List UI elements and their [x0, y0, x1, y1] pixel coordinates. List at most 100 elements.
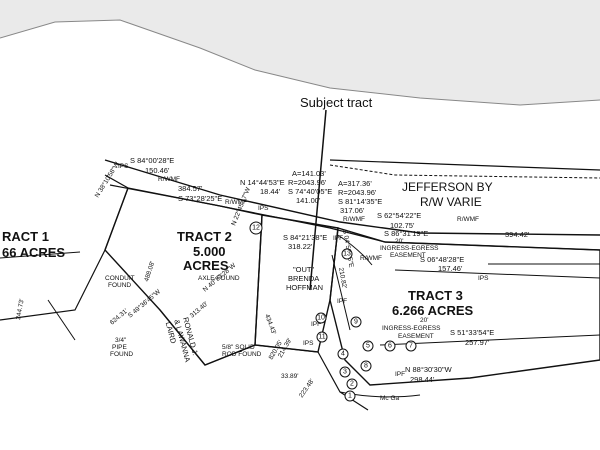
tract-1-acres: 66 ACRES [2, 245, 65, 260]
pipe-line1: 3/4" [115, 337, 127, 344]
svg-text:624.31': 624.31' [109, 308, 130, 327]
west-line [0, 251, 81, 259]
ips-4: IPS [303, 340, 314, 347]
marker-2: 2 [346, 378, 358, 390]
bearing-7: S 86°31'19"E [384, 229, 428, 238]
owner-ronald-label: RONALD J. & LAWANNA LAIRD [164, 316, 200, 363]
conduit-line2: FOUND [108, 282, 131, 289]
tract-1-label: RACT 1 [2, 229, 49, 244]
easement-curve [337, 234, 373, 266]
curve-1-arc: A=141.03' [292, 169, 326, 178]
marker-1: 1 [344, 390, 356, 402]
svg-text:2: 2 [350, 381, 354, 388]
ipf-2: IPF [337, 298, 347, 305]
distance-12: 313.40' [189, 301, 210, 320]
distance-6: 102.75' [390, 221, 415, 230]
marker-5: 5 [362, 340, 374, 352]
bearing-15: N 22°45'17"W [229, 185, 252, 226]
svg-text:S 49°36'45"W: S 49°36'45"W [126, 287, 163, 319]
distance-d1: 488.08' [143, 260, 156, 282]
rw-mark-3: R/WMF [343, 216, 365, 223]
distance-2: 384.57' [178, 184, 203, 193]
tract-3-boundary [329, 227, 600, 386]
marker-4: 4 [337, 348, 349, 360]
svg-text:10: 10 [317, 315, 325, 322]
curve-2-arc: A=317.36' [338, 179, 372, 188]
tract-3-inner-2 [379, 334, 600, 346]
marker-7: 7 [405, 340, 417, 352]
distance-9: 318.22' [288, 242, 313, 251]
easement-2-type: INGRESS-EGRESS [382, 325, 441, 332]
distance-8: 157.46' [438, 264, 463, 273]
distance-d6: 244.73' [15, 298, 26, 320]
bearing-9: S 84°21'38"E [283, 233, 327, 242]
road-edge-north [104, 159, 600, 236]
ips-2: IPS [258, 205, 269, 212]
easement-2-label: EASEMENT [398, 333, 434, 340]
ips-1: IPS [118, 163, 129, 170]
distance-4: 141.00' [296, 196, 321, 205]
easement-2-width: 20' [420, 317, 428, 324]
distance-5: 317.06' [340, 206, 365, 215]
bearing-1: S 84°00'28"E [130, 156, 174, 165]
bearing-5: S 81°14'35"E [338, 197, 382, 206]
tract-2-acres-value: 5.000 [193, 244, 226, 259]
distance-3: 18.44' [260, 187, 281, 196]
svg-text:488.08': 488.08' [143, 260, 156, 282]
tract-2-label: TRACT 2 [177, 229, 232, 244]
marker-11: 11 [316, 331, 328, 343]
svg-text:1: 1 [348, 393, 352, 400]
easement-1-label: EASEMENT [390, 252, 426, 259]
bearing-13: S 49°36'45"W [126, 287, 163, 319]
svg-text:13: 13 [343, 251, 351, 258]
tract-3-inner [394, 269, 600, 279]
distance-11: 298.44' [410, 375, 435, 384]
bearing-6: S 62°54'22"E [377, 211, 421, 220]
distance-d2: 434.43' [263, 313, 277, 335]
subject-tract-boundary [254, 214, 339, 353]
rod-line1: 5/8" SOLID [222, 344, 255, 351]
bearing-11: N 88°30'30"W [405, 365, 453, 374]
tract-1-boundary [0, 174, 129, 321]
svg-text:4: 4 [341, 351, 345, 358]
distance-d5: 223.48' [298, 378, 316, 399]
bearing-4: S 74°40'05"E [288, 187, 332, 196]
svg-text:5: 5 [366, 343, 370, 350]
svg-text:434.43': 434.43' [263, 313, 277, 335]
svg-text:11: 11 [318, 334, 325, 341]
svg-text:12: 12 [252, 225, 260, 232]
distance-7: 394.42' [505, 230, 530, 239]
svg-text:6: 6 [388, 343, 392, 350]
distance-16: 210.82' [337, 267, 348, 289]
bearing-2: S 73°28'25"E [178, 194, 222, 203]
svg-text:223.48': 223.48' [298, 378, 316, 399]
rw-mark-2: R/WMF [225, 199, 247, 206]
rw-mark-1: R/WMF [158, 176, 180, 183]
road-edge-top [329, 159, 600, 171]
ipf-1: IPF [333, 235, 343, 242]
conduit-line1: CONDUIT [105, 275, 135, 282]
svg-text:9: 9 [354, 319, 358, 326]
ips-3: IPS [478, 275, 489, 282]
bearing-10: S 51°33'54"E [450, 328, 494, 337]
marker-6: 6 [384, 340, 396, 352]
svg-text:N 22°45'17"W: N 22°45'17"W [229, 185, 252, 226]
ipf-3: IPF [311, 321, 321, 328]
callout-leader [309, 109, 327, 291]
marker-12: 12 [249, 221, 263, 235]
distance-13: 624.31' [109, 308, 130, 327]
marker-8: 8 [360, 360, 372, 372]
bearing-8: S 06°48'28"E [420, 255, 464, 264]
misc-note: Mc Ga [380, 395, 400, 402]
axle-found: AXLE FOUND [198, 275, 240, 282]
marker-9: 9 [350, 316, 362, 328]
pipe-line3: FOUND [110, 351, 133, 358]
road-width: R/W VARIE [420, 195, 482, 209]
svg-text:7: 7 [409, 343, 413, 350]
owner-brenda-last: HOFFMAN [286, 283, 323, 292]
tract-3-acres: 6.266 ACRES [392, 303, 473, 318]
owner-brenda-out: "OUT" [293, 265, 314, 274]
curve-2-radius: R=2043.96' [338, 188, 377, 197]
distance-d7: 33.89' [281, 373, 299, 380]
